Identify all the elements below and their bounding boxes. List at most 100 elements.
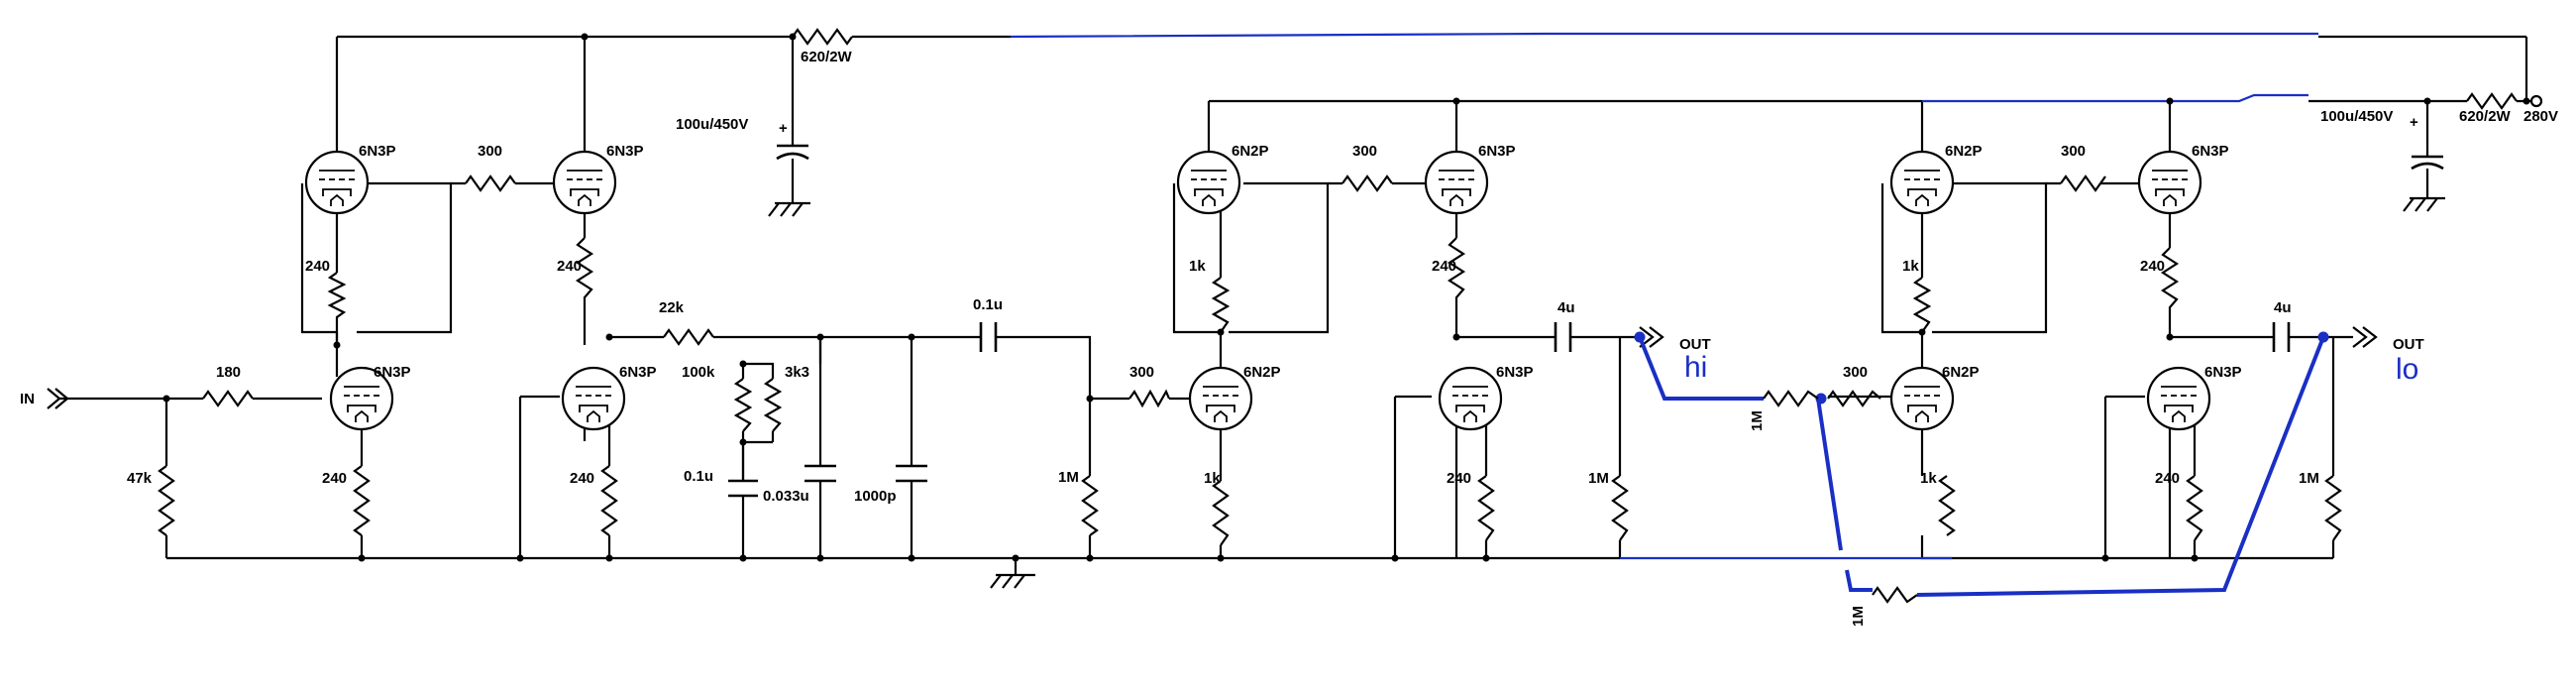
capacitor-eq-mid [805, 464, 836, 483]
svg-text:+: + [2410, 114, 2418, 131]
resistor-mid-grid [1128, 389, 1171, 408]
label-tube-5: 6N2P [1232, 143, 1269, 160]
label-r-supply-2: 620/2W [2459, 108, 2512, 125]
resistor-grid-mid [1081, 475, 1099, 536]
resistor-m1-cathode-top [1211, 277, 1231, 333]
resistor-m1-link [1342, 174, 1393, 192]
resistor-s2-cathode-bot [600, 465, 618, 536]
resistor-s1-link [465, 174, 516, 192]
resistor-r2-cathode-top [2160, 247, 2180, 317]
label-r-r1-top: 1k [1902, 258, 1919, 275]
label-tube-8: 6N3P [1496, 364, 1534, 381]
resistor-out-hi [1611, 475, 1629, 541]
capacitor-eq-pf [896, 464, 927, 483]
label-r-fb-top: 1M [1749, 410, 1766, 431]
resistor-s2-cathode-top [575, 237, 594, 317]
resistor-s1-cathode-bot [353, 465, 371, 536]
label-c-out-hi: 4u [1557, 299, 1575, 316]
resistor-right-grid [1827, 390, 1881, 407]
resistor-r1-link [2060, 174, 2106, 192]
label-c-out-lo: 4u [2274, 299, 2292, 316]
label-r-right-grid: 300 [1843, 364, 1868, 381]
resistor-fb-top [1763, 390, 1819, 407]
supply-voltage-label: 280V [2523, 108, 2558, 125]
label-r-s2-top: 240 [557, 258, 582, 275]
label-r-out-hi: 1M [1588, 470, 1609, 487]
capacitor-out-hi [1554, 322, 1572, 352]
resistor-m1-cathode-bot [1212, 480, 1230, 546]
label-r-r2-top: 240 [2140, 258, 2165, 275]
resistors [158, 28, 2518, 604]
resistor-eq-series [663, 328, 714, 346]
label-tube-3: 6N3P [374, 364, 411, 381]
resistor-m2-cathode-bot [1477, 475, 1495, 541]
label-tube-1: 6N3P [359, 143, 396, 160]
labels: IN 280V OUT OUT hi lo 620/2W 620/2W 100u… [20, 49, 2558, 627]
label-r-eq-par-b: 3k3 [785, 364, 809, 381]
label-r-r2-bot: 240 [2155, 470, 2180, 487]
resistor-r1-cathode-bot [1938, 475, 1956, 536]
label-tube-12: 6N3P [2204, 364, 2242, 381]
label-tube-6: 6N3P [1478, 143, 1516, 160]
ground-main [990, 573, 1035, 589]
label-tube-9: 6N2P [1945, 143, 1983, 160]
label-c-filter-2: 100u/450V [2320, 108, 2393, 125]
label-r-r1-bot: 1k [1920, 470, 1937, 487]
label-r-m1-link: 300 [1352, 143, 1377, 160]
label-c-eq-mid: 0.033u [763, 488, 809, 505]
resistor-eq-par-b [763, 378, 783, 432]
label-r-s1-bot: 240 [322, 470, 347, 487]
input-label: IN [20, 391, 35, 407]
capacitor-couple [979, 322, 998, 352]
resistor-fb-bottom [1872, 586, 1918, 604]
resistor-input-shunt [158, 465, 175, 536]
label-r-r1-link: 300 [2061, 143, 2086, 160]
capacitor-filter-1: + [768, 120, 810, 217]
resistor-out-lo [2324, 475, 2342, 541]
capacitors: + + [728, 114, 2445, 589]
label-r-out-lo: 1M [2299, 470, 2319, 487]
resistor-eq-par-a [733, 378, 753, 432]
label-tube-10: 6N3P [2192, 143, 2229, 160]
resistor-supply-1 [792, 28, 853, 46]
label-c-eq-small: 0.1u [684, 468, 713, 485]
label-r-grid-mid: 1M [1058, 469, 1079, 486]
label-r-eq-series: 22k [659, 299, 685, 316]
lo-note: lo [2396, 353, 2418, 386]
label-r-fb-bottom: 1M [1850, 606, 1867, 627]
label-c-couple: 0.1u [973, 296, 1003, 313]
resistor-supply-2 [2466, 92, 2518, 110]
svg-text:+: + [779, 120, 788, 137]
resistor-input-series [202, 390, 254, 407]
hi-note: hi [1684, 351, 1707, 384]
label-tube-11: 6N2P [1942, 364, 1980, 381]
label-r-in-series: 180 [216, 364, 241, 381]
label-r-s2-bot: 240 [570, 470, 594, 487]
label-c-eq-pf: 1000p [854, 488, 897, 505]
label-r-s1-link: 300 [478, 143, 502, 160]
resistor-r2-cathode-bot [2186, 475, 2203, 541]
out-hi-label: OUT [1679, 336, 1711, 353]
resistor-s1-cathode-top [327, 272, 347, 345]
label-r-mid-grid: 300 [1129, 364, 1154, 381]
label-tube-2: 6N3P [606, 143, 644, 160]
label-r-s1-top: 240 [305, 258, 330, 275]
wiring [59, 32, 2543, 575]
label-r-eq-par-a: 100k [682, 364, 715, 381]
resistor-r1-cathode-top [1912, 277, 1932, 333]
capacitor-eq-small [728, 442, 758, 498]
label-r-m2-top: 240 [1432, 258, 1456, 275]
label-r-m1-bot: 1k [1204, 470, 1221, 487]
out-lo-label: OUT [2393, 336, 2424, 353]
label-r-supply-1: 620/2W [801, 49, 853, 65]
resistor-m2-cathode-top [1447, 237, 1466, 317]
input-arrow [47, 388, 69, 409]
label-tube-4: 6N3P [619, 364, 657, 381]
label-r-m1-top: 1k [1189, 258, 1206, 275]
label-r-m2-bot: 240 [1447, 470, 1471, 487]
label-c-filter-1: 100u/450V [676, 116, 748, 133]
capacitor-out-lo [2272, 322, 2291, 352]
label-r-in-shunt: 47k [127, 470, 153, 487]
capacitor-filter-2: + [2403, 114, 2445, 212]
